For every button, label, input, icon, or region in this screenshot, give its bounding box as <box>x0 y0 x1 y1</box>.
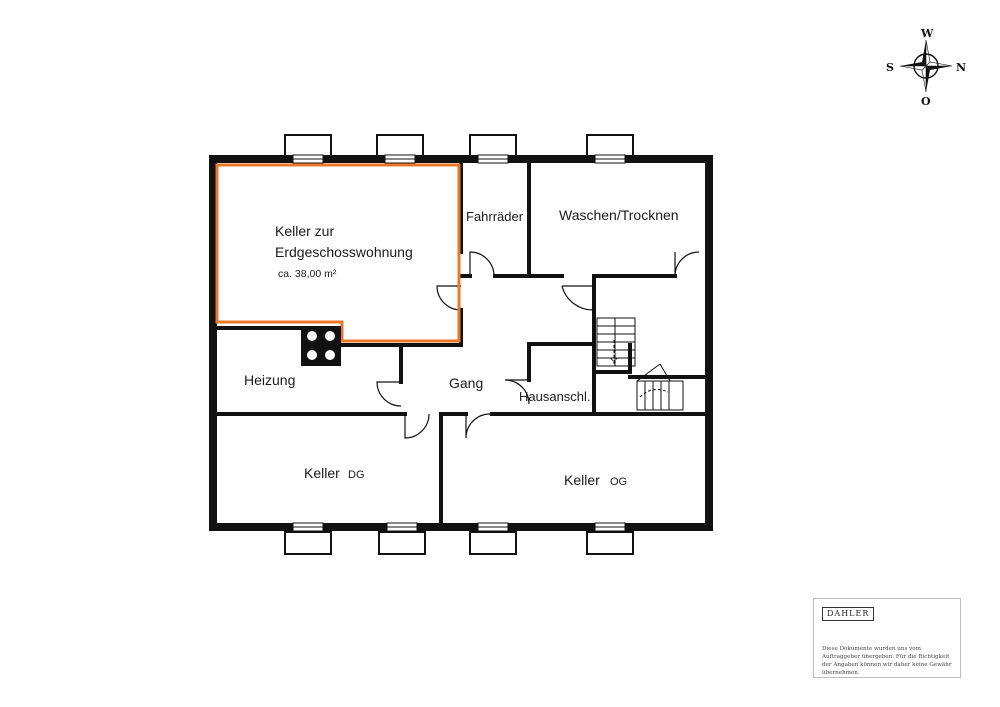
highlight-keller-eg <box>215 163 461 343</box>
room-area-keller-eg: ca. 38,00 m² <box>278 268 337 280</box>
window <box>586 531 634 555</box>
room-label-keller-eg-2: Erdgeschosswohnung <box>275 244 413 260</box>
dahler-logo: DAHLER <box>822 607 875 621</box>
door-swings <box>376 251 700 439</box>
window <box>376 134 424 158</box>
room-label-hausanschluss: Hausanschl. <box>519 389 591 404</box>
compass-rose: W N O S <box>886 27 966 108</box>
room-label-keller-og: Keller <box>564 472 600 488</box>
room-label-heizung: Heizung <box>244 372 295 388</box>
room-label-gang: Gang <box>449 375 483 391</box>
outer-wall <box>209 155 713 531</box>
window <box>378 531 426 555</box>
stairs-icon <box>596 317 684 411</box>
heating-unit-icon <box>301 326 341 366</box>
room-label-keller-dg-suffix: DG <box>348 469 365 481</box>
compass-south: O <box>921 95 931 108</box>
window <box>469 134 517 158</box>
windows-bottom <box>284 531 634 555</box>
room-label-waschen: Waschen/Trocknen <box>559 207 679 223</box>
compass-north: W <box>920 27 934 40</box>
compass-east: N <box>956 61 966 74</box>
room-label-fahrraeder: Fahrräder <box>466 209 524 224</box>
disclaimer-text: Diese Dokumente wurden uns vom Auftragge… <box>822 646 952 676</box>
disclaimer-box: DAHLER Diese Dokumente wurden uns vom Au… <box>813 598 961 678</box>
room-label-keller-dg: Keller <box>304 465 340 481</box>
window <box>284 134 332 158</box>
compass-west: S <box>886 61 894 74</box>
room-label-keller-eg: Keller zur <box>275 223 334 239</box>
window <box>586 134 634 158</box>
room-label-keller-og-suffix: OG <box>610 476 627 488</box>
window <box>284 531 332 555</box>
window-glass <box>292 154 626 532</box>
window <box>469 531 517 555</box>
windows-top <box>284 134 634 158</box>
